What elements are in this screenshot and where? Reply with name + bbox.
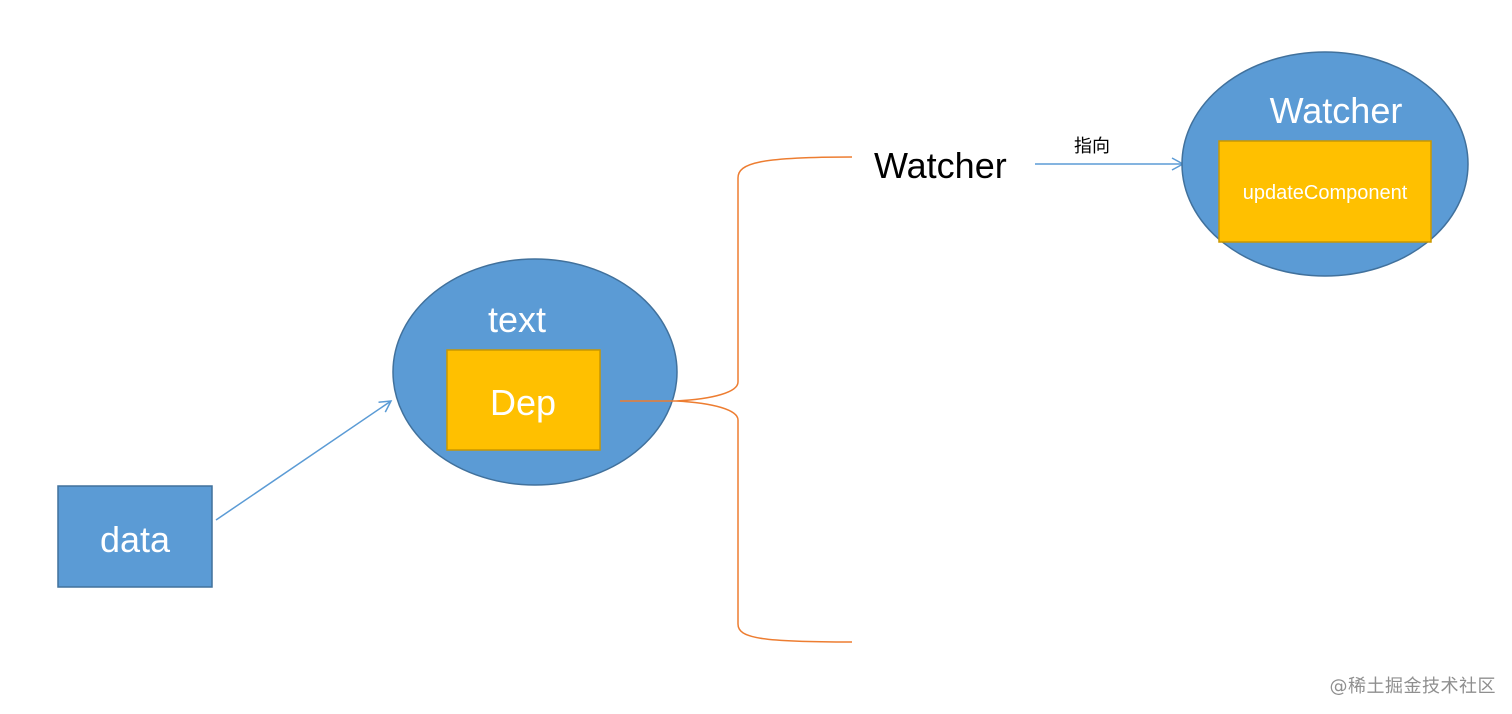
dep-box-label: Dep [490,382,556,423]
watcher-label: Watcher [874,145,1007,186]
update-component-label: updateComponent [1243,182,1408,204]
update-component-box [1218,140,1432,243]
points-to-label: 指向 [1074,136,1110,157]
target-watcher-label: Watcher [1270,90,1403,131]
dep-box [446,349,601,451]
arrow-data-to-text [215,400,393,521]
text-node: text Dep [392,258,678,486]
site-watermark: @稀土掘金技术社区 [1329,676,1496,697]
dependency-brace [620,156,853,643]
data-node: data [57,485,213,588]
text-node-label: text [488,299,546,340]
target-watcher-node: Watcher updateComponent [1181,51,1469,277]
data-node-label: data [100,519,171,560]
